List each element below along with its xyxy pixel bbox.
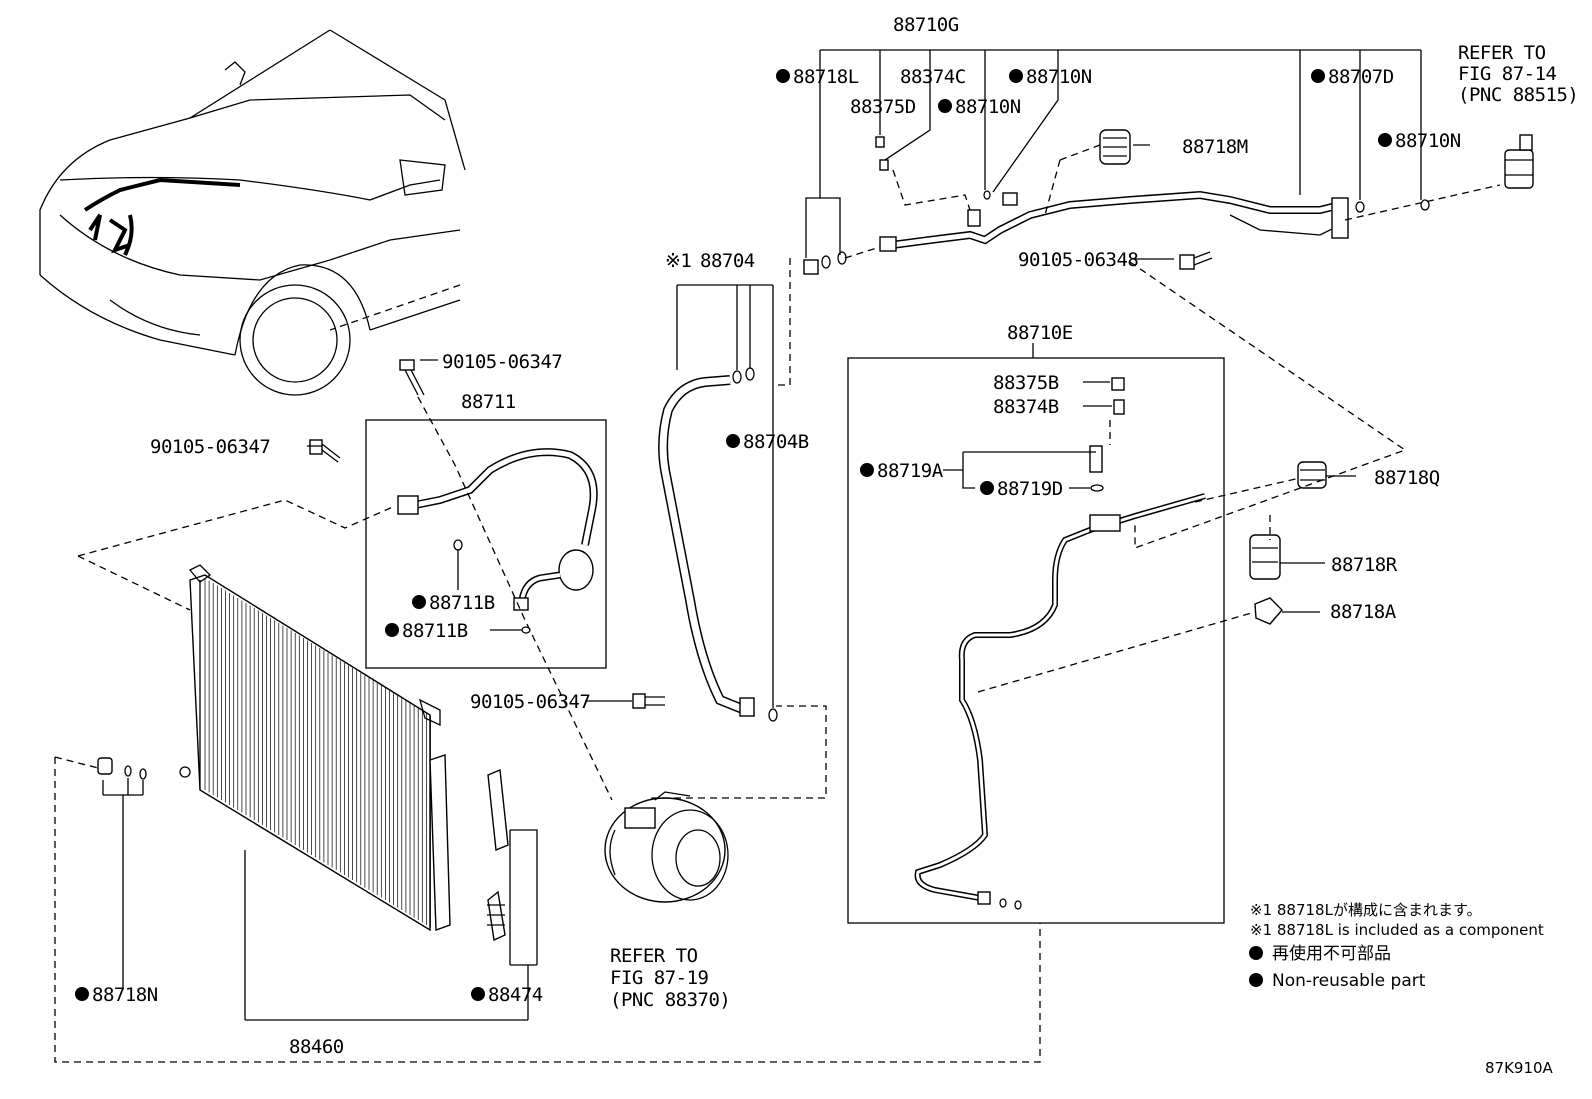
clamp-88718A xyxy=(1254,597,1283,625)
label-88374C: 88374C xyxy=(900,66,966,88)
label-90105-06347: 90105-06347 xyxy=(470,691,590,713)
hose-88711-box xyxy=(365,419,607,669)
vehicle-outline-illustration xyxy=(39,29,466,396)
label-88718M: 88718M xyxy=(1182,136,1248,158)
non-reusable-dot xyxy=(776,69,790,83)
non-reusable-dot xyxy=(980,481,994,495)
label-88375B: 88375B xyxy=(993,372,1059,394)
refer-to-text: REFER TO xyxy=(1458,42,1546,64)
bolt-90105-06347-top xyxy=(399,359,425,396)
figure-id: 87K910A xyxy=(1485,1059,1554,1077)
label-88707D: 88707D xyxy=(1328,66,1394,88)
non-reusable-dot xyxy=(1378,133,1392,147)
non-reusable-note-en: Non-reusable part xyxy=(1272,971,1426,991)
refer-pnc-text: (PNC 88370) xyxy=(610,989,730,1011)
label-88718Q: 88718Q xyxy=(1374,467,1440,489)
bolt-90105-06347-left xyxy=(309,439,341,463)
label-88718N: 88718N xyxy=(92,984,158,1006)
label-88704-mark: ※1 xyxy=(665,250,691,272)
non-reusable-dot xyxy=(1311,69,1325,83)
non-reusable-dot xyxy=(1009,69,1023,83)
pipe-88710G xyxy=(803,136,1430,275)
label-88711B: 88711B xyxy=(402,620,468,642)
label-88711: 88711 xyxy=(461,391,516,413)
part-labels: 88710G 88718L 88374C 88710N 88707D REFER… xyxy=(75,14,1579,1058)
label-88710E: 88710E xyxy=(1007,322,1073,344)
label-88704: 88704 xyxy=(700,250,755,272)
label-88460: 88460 xyxy=(289,1036,344,1058)
label-88710G: 88710G xyxy=(893,14,959,36)
refer-to-text: REFER TO xyxy=(610,945,698,967)
non-reusable-dot xyxy=(385,623,399,637)
refer-fig-text: FIG 87-19 xyxy=(610,967,709,989)
dashed-guide-lines xyxy=(54,144,1501,1063)
label-88710N: 88710N xyxy=(1026,66,1092,88)
bolt-90105-06348 xyxy=(1179,251,1213,270)
label-88718R: 88718R xyxy=(1331,554,1398,576)
non-reusable-dot xyxy=(1249,973,1263,987)
clamp-88718M xyxy=(1099,129,1131,165)
label-88374B: 88374B xyxy=(993,396,1059,418)
non-reusable-dot xyxy=(75,987,89,1001)
non-reusable-dot xyxy=(1249,946,1263,960)
discharge-hose-88711 xyxy=(397,448,598,634)
component-note-en: ※1 88718L is included as a component xyxy=(1250,921,1544,939)
label-90105-06347: 90105-06347 xyxy=(442,351,562,373)
clamp-88718R xyxy=(1249,534,1281,580)
suction-hose-88704 xyxy=(658,367,778,722)
non-reusable-dot xyxy=(938,99,952,113)
non-reusable-dot xyxy=(726,434,740,448)
bolt-90105-06347-lower xyxy=(632,693,665,709)
label-88718L: 88718L xyxy=(793,66,859,88)
pipe-88710E-box xyxy=(847,357,1225,924)
leader-lines xyxy=(102,49,1422,1021)
label-88711B: 88711B xyxy=(429,592,495,614)
label-90105-06348: 90105-06348 xyxy=(1018,249,1138,271)
non-reusable-dot xyxy=(471,987,485,1001)
condenser-88460 xyxy=(179,564,451,932)
bracket-88718N xyxy=(97,757,147,780)
label-88719A: 88719A xyxy=(877,460,944,482)
label-88710N: 88710N xyxy=(1395,130,1461,152)
label-88704B: 88704B xyxy=(743,431,809,453)
non-reusable-note-jp: 再使用不可部品 xyxy=(1272,943,1391,964)
label-88718A: 88718A xyxy=(1330,601,1397,623)
non-reusable-dot xyxy=(860,463,874,477)
receiver-part-illustration xyxy=(1504,134,1534,189)
component-note-jp: ※1 88718Lが構成に含まれます。 xyxy=(1250,901,1481,919)
non-reusable-dot xyxy=(412,595,426,609)
label-88710N: 88710N xyxy=(955,96,1021,118)
label-88375D: 88375D xyxy=(850,96,916,118)
label-88474: 88474 xyxy=(488,984,543,1006)
legend-notes: ※1 88718Lが構成に含まれます。 ※1 88718L is include… xyxy=(1249,901,1554,1077)
compressor-illustration xyxy=(604,791,729,903)
seal-88474 xyxy=(487,768,509,942)
label-90105-06347: 90105-06347 xyxy=(150,436,270,458)
refer-pnc-text: (PNC 88515) xyxy=(1458,84,1578,106)
pipe-88710E xyxy=(914,377,1206,910)
refer-fig-text: FIG 87-14 xyxy=(1458,63,1557,85)
label-88719D: 88719D xyxy=(997,478,1063,500)
